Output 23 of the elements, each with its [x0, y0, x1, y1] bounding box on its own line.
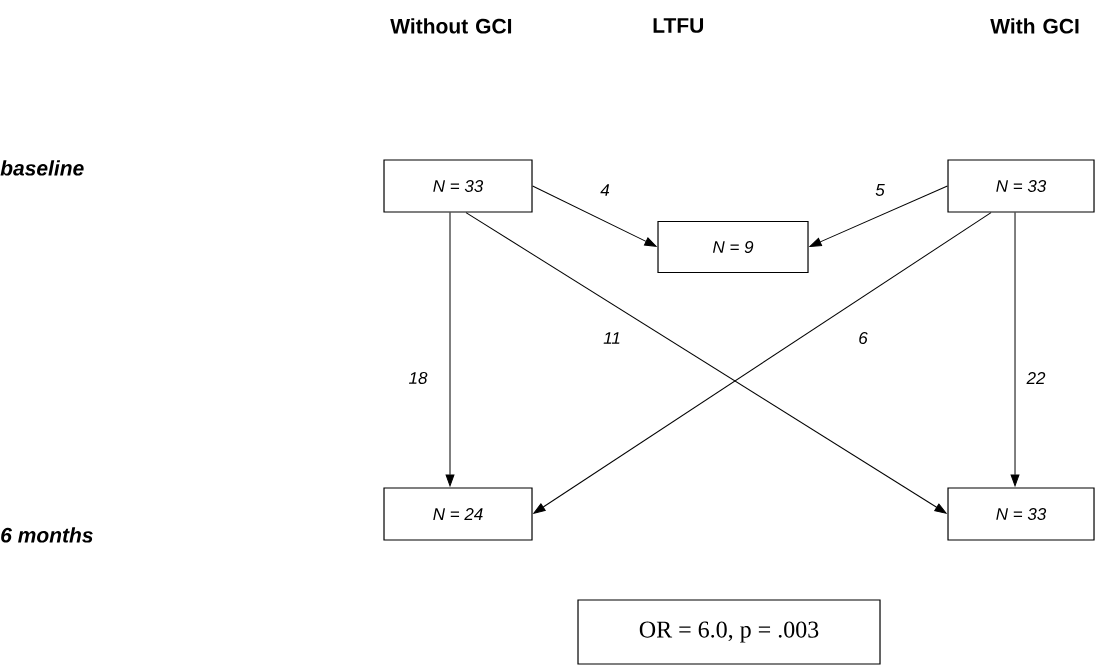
- column-heading: Without GCI: [390, 18, 512, 34]
- count-box: N = 33: [947, 487, 1095, 541]
- edge-label: 6: [859, 332, 868, 344]
- arrow: [1010, 212, 1020, 487]
- row-heading: 6 months: [1, 527, 93, 543]
- arrow: [533, 212, 992, 514]
- result-box: OR = 6.0, p = .003: [577, 599, 881, 665]
- edge-label: 18: [409, 372, 428, 384]
- arrow: [532, 185, 657, 247]
- count-box: N = 24: [383, 487, 533, 541]
- count-box: N = 33: [383, 159, 533, 213]
- row-heading: baseline: [0, 160, 84, 176]
- column-heading: With GCI: [990, 18, 1079, 34]
- edge-label: 11: [603, 332, 620, 344]
- count-box: N = 33: [947, 159, 1095, 213]
- edge-label: 5: [875, 184, 885, 196]
- arrow: [445, 212, 455, 487]
- arrow: [809, 185, 948, 247]
- edge-label: 22: [1026, 372, 1046, 384]
- edge-label: 4: [600, 184, 610, 196]
- arrow: [465, 212, 947, 514]
- column-heading: LTFU: [653, 18, 704, 33]
- count-box: N = 9: [657, 220, 809, 274]
